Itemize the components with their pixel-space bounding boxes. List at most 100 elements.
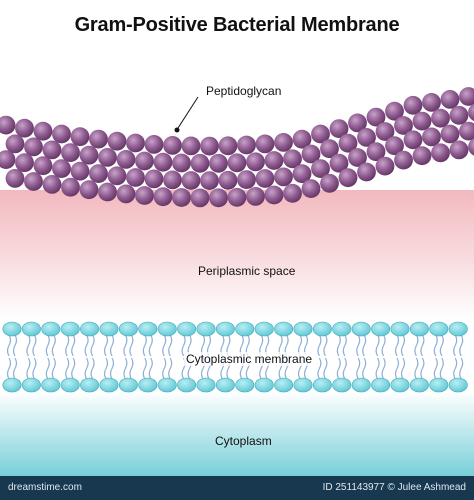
peptidoglycan-bead (15, 153, 34, 173)
lipid-head (118, 321, 138, 337)
peptidoglycan-bead (33, 121, 53, 141)
peptidoglycan-bead (237, 170, 256, 190)
watermark-text: dreamstime.com (8, 482, 82, 493)
peptidoglycan-bead (385, 101, 404, 121)
peptidoglycan-bead (116, 150, 136, 169)
lipid-tail (394, 334, 400, 357)
peptidoglycan-bead (107, 166, 127, 186)
lipid-head (409, 321, 429, 337)
peptidoglycan-bead (440, 124, 460, 144)
lipid-tail (317, 357, 322, 380)
lipid-tail (317, 334, 322, 357)
lipid-head (351, 377, 371, 393)
peptidoglycan-bead (153, 187, 173, 207)
peptidoglycan-bead (89, 164, 108, 184)
lipid-head (293, 321, 313, 337)
lipid-tail (453, 357, 458, 380)
peptidoglycan-bead (218, 136, 238, 156)
lipid-head (235, 321, 255, 337)
peptidoglycan-bead (61, 143, 80, 163)
lipid-head (254, 377, 274, 393)
lipid-head (448, 321, 468, 337)
stock-footer-bar: dreamstime.com ID 251143977 © Julee Ashm… (0, 476, 474, 500)
peptidoglycan-bead (163, 170, 182, 190)
lipid-head (390, 321, 410, 337)
lipid-head (41, 321, 61, 337)
peptidoglycan-bead (144, 135, 164, 154)
lipid-head (2, 377, 22, 393)
lipid-tail (26, 357, 31, 380)
lipid-tail (433, 357, 438, 380)
lipid-head (41, 377, 61, 393)
lipid-head (351, 321, 371, 337)
lipid-tail (453, 334, 458, 357)
peptidoglycan-bead (126, 168, 145, 187)
lipid-tail (375, 357, 380, 380)
lipid-tail (51, 334, 56, 357)
lipid-tail (162, 357, 167, 380)
lipid-head (274, 321, 294, 337)
cytoplasmic-membrane-label: Cytoplasmic membrane (184, 352, 315, 366)
lipid-head (293, 377, 313, 393)
peptidoglycan-bead (135, 151, 154, 171)
lipid-head (138, 321, 158, 337)
lipid-head (274, 377, 294, 393)
peptidoglycan-bead (209, 153, 228, 173)
peptidoglycan-bead (70, 127, 90, 147)
peptidoglycan-bead (163, 136, 182, 155)
lipid-head (60, 377, 80, 393)
lipid-tail (459, 334, 464, 357)
lipid-head (429, 377, 449, 393)
peptidoglycan-bead (366, 142, 386, 162)
lipid-tail (381, 334, 386, 357)
lipid-head (80, 377, 100, 393)
peptidoglycan-bead (107, 131, 127, 151)
lipid-tail (162, 334, 167, 357)
lipid-tail (342, 357, 347, 380)
lipid-tail (381, 357, 386, 380)
peptidoglycan-bead (311, 159, 330, 179)
lipid-head (196, 321, 216, 337)
peptidoglycan-bead (79, 180, 99, 200)
peptidoglycan-bead (218, 170, 238, 190)
peptidoglycan-bead (449, 105, 469, 125)
lipid-head (312, 377, 332, 393)
peptidoglycan-bead (459, 121, 474, 141)
credit-text: ID 251143977 © Julee Ashmead (322, 482, 466, 493)
lipid-head (80, 321, 100, 337)
peptidoglycan-bead (320, 139, 339, 159)
lipid-tail (181, 334, 186, 357)
lipid-head (157, 321, 177, 337)
lipid-tail (414, 357, 419, 380)
peptidoglycan-bead (357, 162, 376, 182)
peptidoglycan-bead (292, 129, 312, 149)
lipid-tail (45, 334, 50, 357)
lipid-tail (71, 357, 76, 380)
lipid-tail (433, 334, 438, 357)
lipid-head (312, 321, 332, 337)
lipid-tail (420, 334, 425, 357)
lipid-head (157, 377, 177, 393)
peptidoglycan-bead (264, 185, 284, 205)
peptidoglycan-bead (79, 145, 99, 165)
peptidoglycan-bead (440, 90, 460, 109)
lipid-tail (342, 334, 347, 357)
periplasmic-space-region (0, 190, 474, 320)
lipid-head (235, 377, 255, 393)
peptidoglycan-bead (5, 134, 25, 154)
peptidoglycan-bead (153, 152, 173, 172)
peptidoglycan-bead (311, 124, 330, 144)
lipid-tail (90, 357, 95, 380)
cytoplasm-region (0, 392, 474, 476)
peptidoglycan-bead (422, 93, 441, 112)
lipid-tail (142, 334, 147, 357)
lipid-tail (362, 334, 367, 357)
peptidoglycan-bead (135, 186, 154, 205)
peptidoglycan-bead (468, 103, 474, 122)
peptidoglycan-bead (98, 148, 117, 167)
lipid-tail (71, 334, 76, 357)
lipid-tail (414, 334, 419, 357)
lipid-head (177, 321, 197, 337)
peptidoglycan-bead (52, 124, 71, 144)
